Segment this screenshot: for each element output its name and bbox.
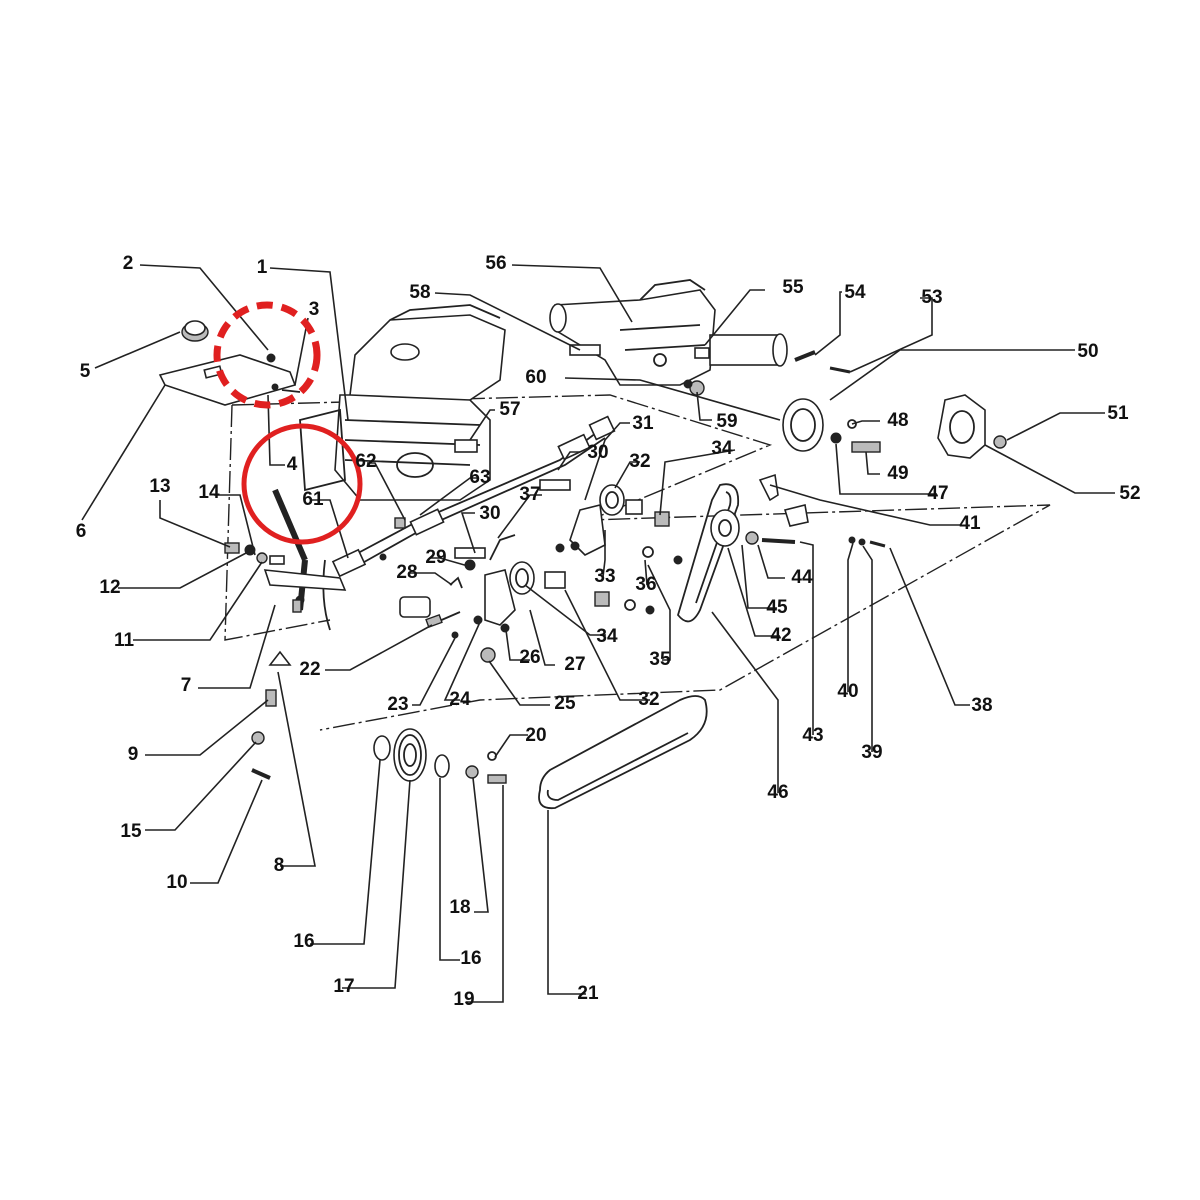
part-label-44: 44 <box>791 567 813 588</box>
part-label-31: 31 <box>632 413 654 434</box>
part-label-38: 38 <box>971 695 992 716</box>
part-label-16b: 16 <box>460 948 481 969</box>
part-label-1: 1 <box>257 257 268 278</box>
leader-lines <box>81 264 1115 1003</box>
part-label-47: 47 <box>927 483 948 504</box>
part-label-25: 25 <box>554 693 576 714</box>
part-label-43: 43 <box>802 725 823 746</box>
control-panel <box>158 320 297 406</box>
part-label-62: 62 <box>355 451 376 472</box>
part-label-59: 59 <box>716 411 737 432</box>
part-label-7: 7 <box>181 675 192 696</box>
part-label-21: 21 <box>577 983 599 1004</box>
part-label-3: 3 <box>309 299 320 320</box>
part-label-49: 49 <box>887 463 908 484</box>
part-label-54: 54 <box>844 282 866 303</box>
part-label-56: 56 <box>485 253 506 274</box>
part-label-52: 52 <box>1119 483 1140 504</box>
part-label-40: 40 <box>837 681 858 702</box>
highlight-marks <box>213 301 363 545</box>
part-label-30a: 30 <box>479 503 500 524</box>
part-label-36: 36 <box>635 574 656 595</box>
part-label-30b: 30 <box>587 442 608 463</box>
part-label-15: 15 <box>120 821 142 842</box>
lower-pulleys <box>373 728 507 784</box>
part-labels: 1 2 3 4 5 6 7 8 9 10 11 12 13 14 15 16 1… <box>76 253 1141 1010</box>
part-label-63: 63 <box>469 467 490 488</box>
part-label-20: 20 <box>525 725 546 746</box>
left-fasteners <box>224 542 347 613</box>
part-label-37: 37 <box>519 484 540 505</box>
part-label-9: 9 <box>128 744 139 765</box>
solid-highlight-circle <box>241 423 363 545</box>
part-label-14: 14 <box>198 482 220 503</box>
part-label-18: 18 <box>449 897 470 918</box>
part-label-34a: 34 <box>711 438 733 459</box>
part-label-22: 22 <box>299 659 320 680</box>
part-label-51: 51 <box>1107 403 1129 424</box>
part-label-19: 19 <box>453 989 474 1010</box>
part-label-42: 42 <box>770 625 791 646</box>
part-label-29: 29 <box>425 547 446 568</box>
part-label-45: 45 <box>766 597 788 618</box>
part-label-11: 11 <box>114 630 135 651</box>
drive-belt-upper <box>677 473 886 623</box>
part-label-26: 26 <box>519 647 540 668</box>
part-label-46: 46 <box>767 782 788 803</box>
part-label-24: 24 <box>449 689 471 710</box>
engine <box>299 304 506 631</box>
part-label-53: 53 <box>921 287 942 308</box>
part-label-48: 48 <box>887 410 908 431</box>
lower-belt <box>538 695 708 810</box>
part-label-17: 17 <box>333 976 354 997</box>
part-label-58: 58 <box>409 282 430 303</box>
part-label-57: 57 <box>499 399 520 420</box>
part-label-32b: 32 <box>638 689 659 710</box>
part-label-2: 2 <box>123 253 134 274</box>
part-label-6: 6 <box>76 521 87 542</box>
part-label-28: 28 <box>396 562 417 583</box>
part-label-5: 5 <box>80 361 91 382</box>
part-label-4: 4 <box>287 454 298 475</box>
part-label-60: 60 <box>525 367 546 388</box>
part-label-16a: 16 <box>293 931 314 952</box>
part-label-34b: 34 <box>596 626 618 647</box>
part-label-50: 50 <box>1077 341 1098 362</box>
part-label-61: 61 <box>302 489 324 510</box>
part-label-33: 33 <box>594 566 615 587</box>
part-label-39: 39 <box>861 742 882 763</box>
assembly-boundary <box>224 394 1051 731</box>
part-label-8: 8 <box>274 855 285 876</box>
part-label-35: 35 <box>649 649 671 670</box>
idler-assembly <box>399 439 683 663</box>
part-label-27: 27 <box>564 654 585 675</box>
part-label-10: 10 <box>166 872 187 893</box>
control-cable <box>331 415 616 578</box>
part-label-23: 23 <box>387 694 408 715</box>
dashed-highlight-circle <box>213 301 321 409</box>
output-pulley <box>569 344 1007 459</box>
part-label-12: 12 <box>99 577 120 598</box>
part-label-13: 13 <box>149 476 170 497</box>
part-label-41: 41 <box>959 513 981 534</box>
part-label-32a: 32 <box>629 451 650 472</box>
part-label-55: 55 <box>782 277 804 298</box>
transmission-housing <box>549 279 788 386</box>
